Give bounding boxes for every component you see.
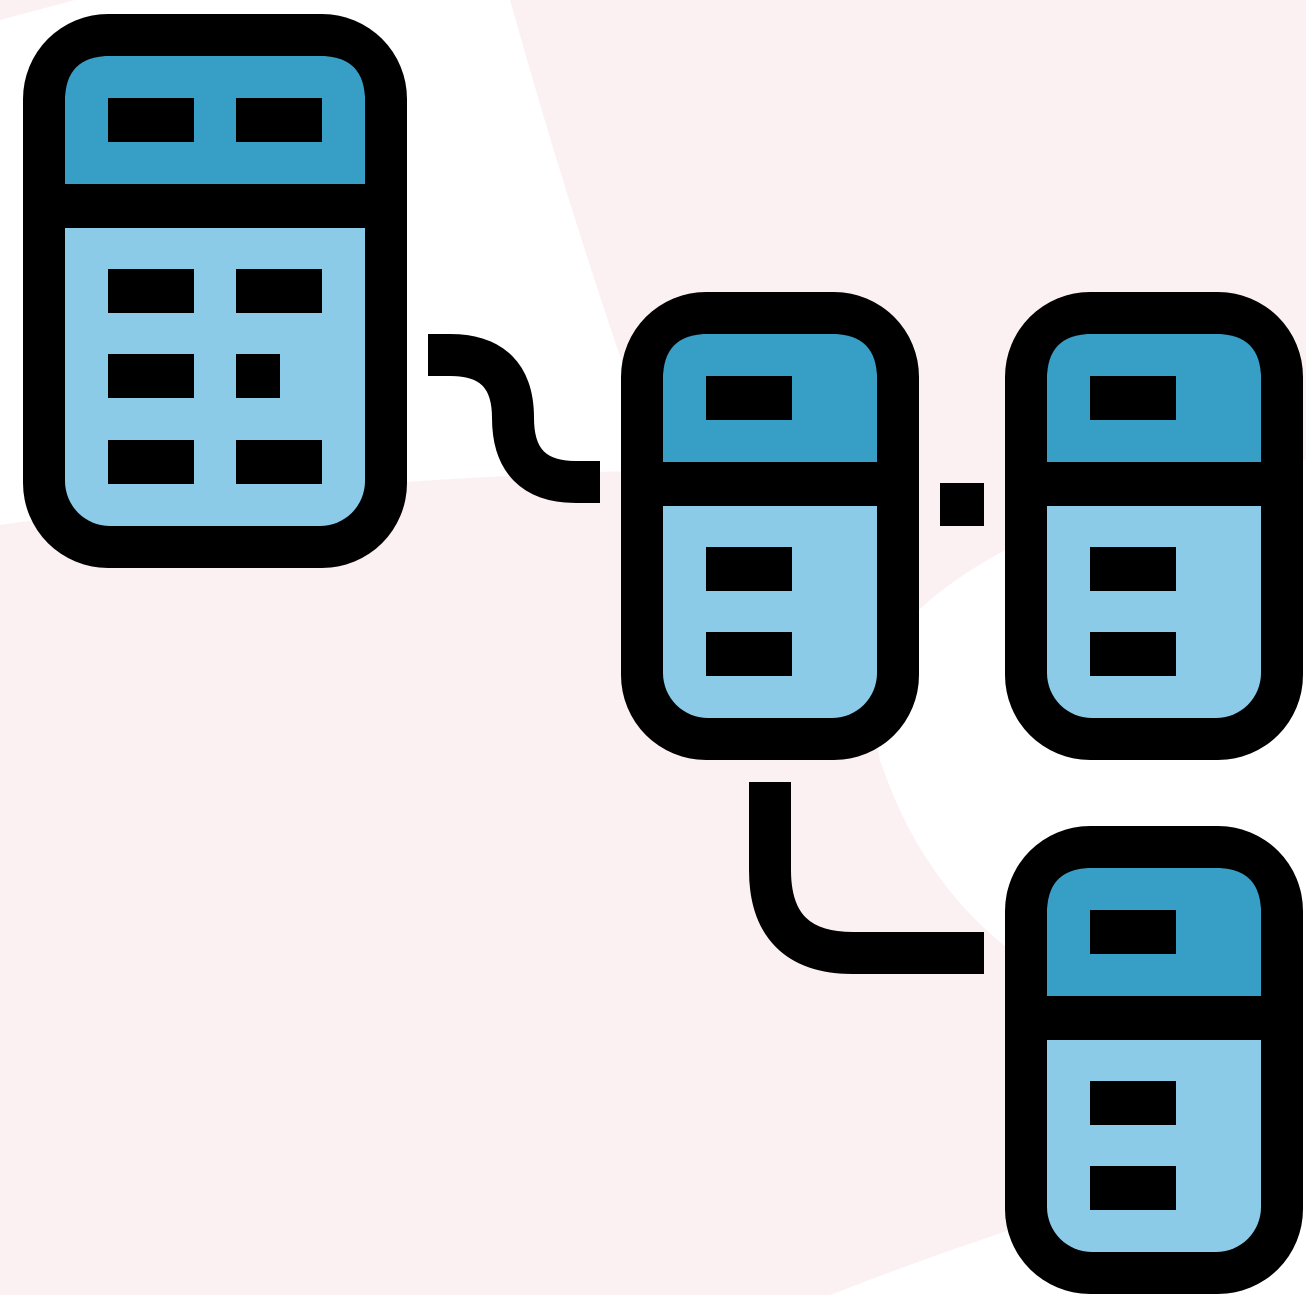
main-table-icon xyxy=(23,14,407,568)
table-b-icon xyxy=(1005,292,1303,760)
curved-connector-icon xyxy=(428,334,600,503)
elbow-connector-icon xyxy=(749,782,984,974)
dash-connector-icon xyxy=(940,483,984,526)
table-a-icon xyxy=(621,292,919,760)
table-c-icon xyxy=(1005,826,1303,1294)
